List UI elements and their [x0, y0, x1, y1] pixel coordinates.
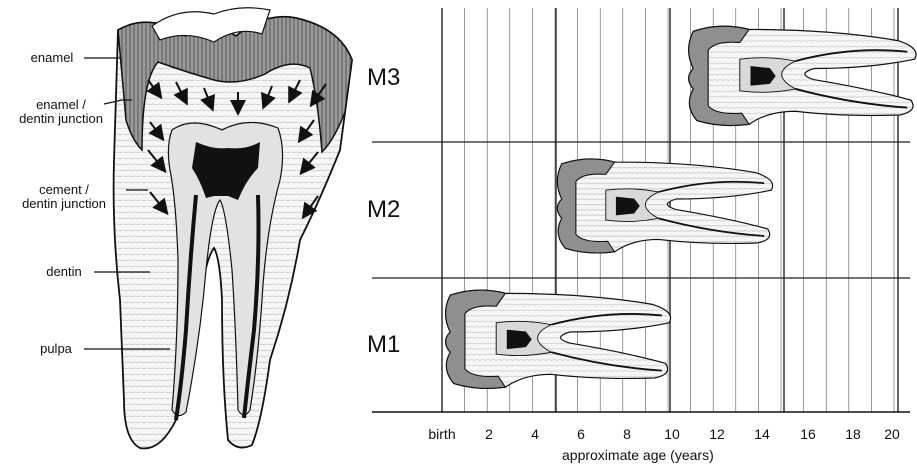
cross-section-tooth	[84, 8, 352, 449]
x-tick: 12	[697, 426, 737, 442]
label-enamel-dentin-line2: dentin junction	[6, 112, 116, 126]
label-dentin: dentin	[36, 265, 92, 279]
x-tick: birth	[422, 426, 462, 442]
label-enamel-dentin-junction: enamel / dentin junction	[6, 98, 116, 126]
molar-drawings	[446, 26, 916, 388]
label-enamel-dentin-line1: enamel /	[6, 98, 116, 112]
molar-m1	[446, 290, 671, 388]
label-pulpa: pulpa	[28, 342, 84, 356]
x-tick: 10	[652, 426, 692, 442]
x-tick: 4	[515, 426, 555, 442]
molar-m2	[557, 159, 772, 253]
x-tick: 2	[469, 426, 509, 442]
row-label-m3: M3	[367, 64, 400, 92]
label-cement-dentin-junction: cement / dentin junction	[6, 183, 122, 211]
x-tick: 6	[561, 426, 601, 442]
x-tick: 8	[607, 426, 647, 442]
x-tick: 18	[833, 426, 873, 442]
molar-m3	[689, 26, 916, 125]
row-label-m1: M1	[367, 331, 400, 359]
x-tick: 14	[742, 426, 782, 442]
x-tick: 16	[788, 426, 828, 442]
label-cement-dentin-line2: dentin junction	[6, 197, 122, 211]
x-tick: 20	[872, 426, 912, 442]
label-cement-dentin-line1: cement /	[6, 183, 122, 197]
x-axis-title: approximate age (years)	[562, 447, 714, 463]
label-enamel: enamel	[18, 51, 86, 65]
row-label-m2: M2	[367, 196, 400, 224]
